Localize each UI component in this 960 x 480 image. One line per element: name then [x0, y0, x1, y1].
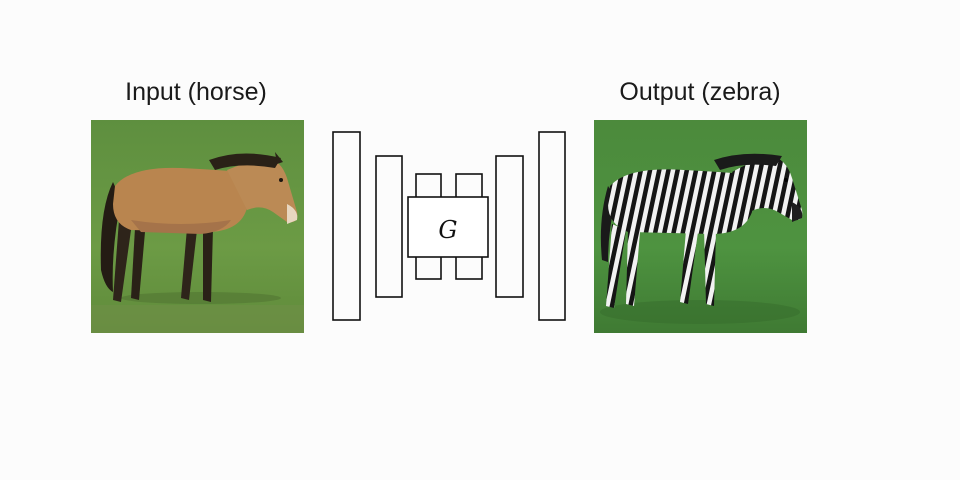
generator-label: G [438, 216, 457, 244]
decoder-layer-2 [495, 155, 524, 298]
encoder-layer-2 [375, 155, 403, 298]
input-caption: Input (horse) [125, 78, 267, 106]
output-caption: Output (zebra) [619, 78, 781, 106]
horse-image [91, 120, 304, 333]
generator-network: G [332, 131, 566, 321]
zebra-image [594, 120, 807, 333]
generator-box [407, 196, 489, 258]
encoder-layer-1 [332, 131, 361, 321]
decoder-layer-1 [538, 131, 566, 321]
